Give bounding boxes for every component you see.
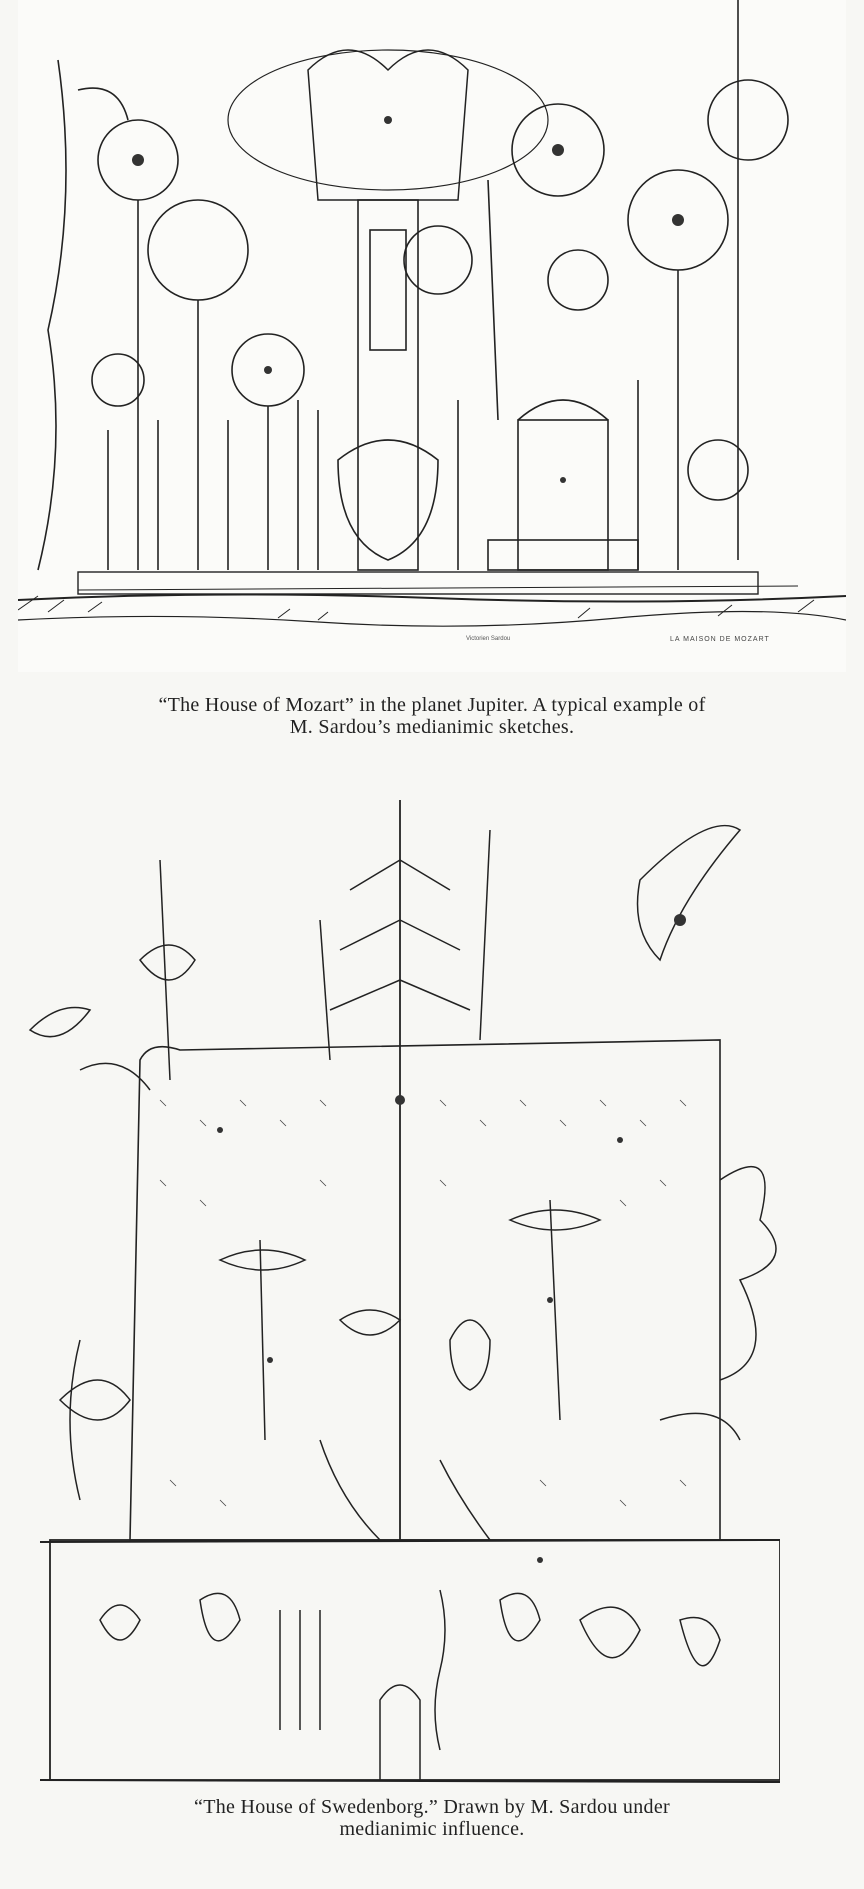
- illustration-house-of-mozart: Victorien Sardou LA MAISON DE MOZART: [18, 0, 846, 672]
- swedenborg-drawing: [28, 800, 780, 1783]
- caption-mozart-line2: M. Sardou’s medianimic sketches.: [289, 716, 575, 738]
- plate-imprint: LA MAISON DE MOZART: [670, 636, 770, 643]
- caption-swedenborg: “The House of Swedenborg.” Drawn by M. S…: [60, 1796, 804, 1840]
- mozart-drawing: [18, 0, 846, 627]
- caption-mozart: “The House of Mozart” in the planet Jupi…: [60, 694, 804, 738]
- caption-swedenborg-line2: medianimic influence.: [339, 1818, 525, 1840]
- artist-signature: Victorien Sardou: [466, 636, 511, 642]
- caption-swedenborg-line1: “The House of Swedenborg.” Drawn by M. S…: [194, 1796, 670, 1818]
- caption-mozart-line1: “The House of Mozart” in the planet Jupi…: [158, 694, 706, 716]
- illustration-house-of-swedenborg: [20, 800, 780, 1788]
